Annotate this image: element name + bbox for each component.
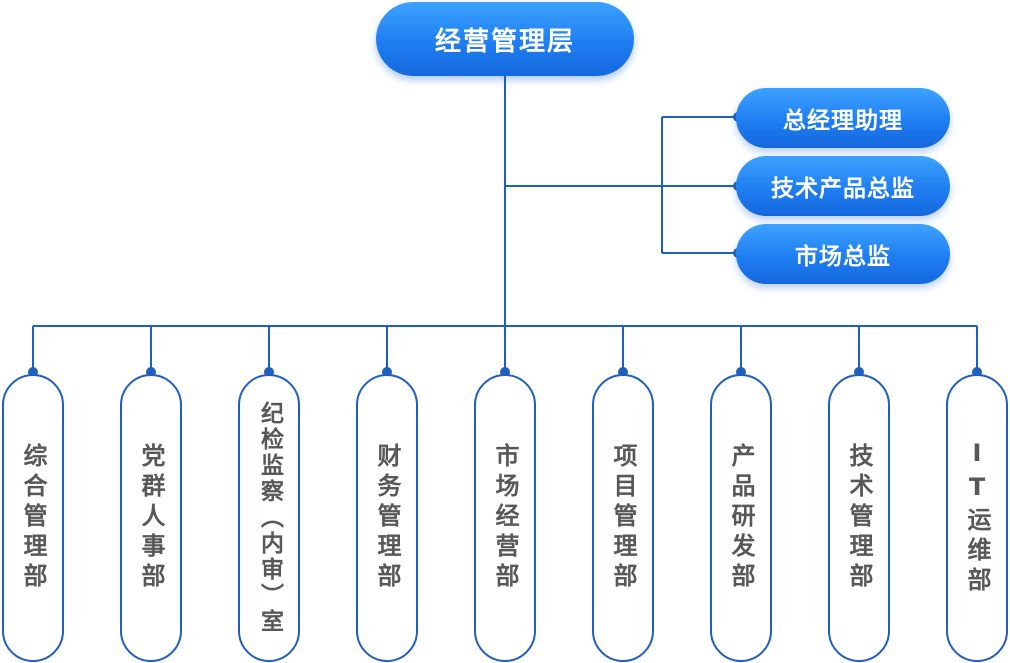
- node-assistant-gm: 总经理助理: [736, 88, 950, 148]
- dept-label: IT运维部: [963, 439, 991, 597]
- dept-label: 项目管理部: [609, 443, 637, 593]
- node-tech-product-director: 技术产品总监: [736, 156, 950, 216]
- node-management: 经营管理层: [376, 2, 634, 76]
- dept-general-management: 综合管理部: [2, 374, 64, 662]
- node-management-label: 经营管理层: [434, 26, 575, 57]
- dept-tech-management: 技术管理部: [828, 374, 890, 662]
- dept-label: 技术管理部: [845, 443, 873, 593]
- dept-product-rd: 产品研发部: [710, 374, 772, 662]
- dept-party-hr: 党群人事部: [120, 374, 182, 662]
- dept-market-operations: 市场经营部: [474, 374, 536, 662]
- dept-label: 市场经营部: [491, 443, 519, 593]
- dept-label: 产品研发部: [727, 443, 755, 593]
- dept-label: 党群人事部: [137, 443, 165, 593]
- dept-it-operations: IT运维部: [946, 374, 1008, 662]
- dept-project-management: 项目管理部: [592, 374, 654, 662]
- node-assistant-gm-label: 总经理助理: [783, 108, 903, 134]
- dept-label: 纪检监察（内审）室: [256, 401, 283, 635]
- node-market-director-label: 市场总监: [795, 244, 891, 270]
- dept-label: 财务管理部: [373, 443, 401, 593]
- dept-label: 综合管理部: [19, 443, 47, 593]
- dept-finance: 财务管理部: [356, 374, 418, 662]
- node-market-director: 市场总监: [736, 224, 950, 284]
- dept-discipline-audit: 纪检监察（内审）室: [238, 374, 300, 662]
- node-tech-product-director-label: 技术产品总监: [771, 176, 915, 202]
